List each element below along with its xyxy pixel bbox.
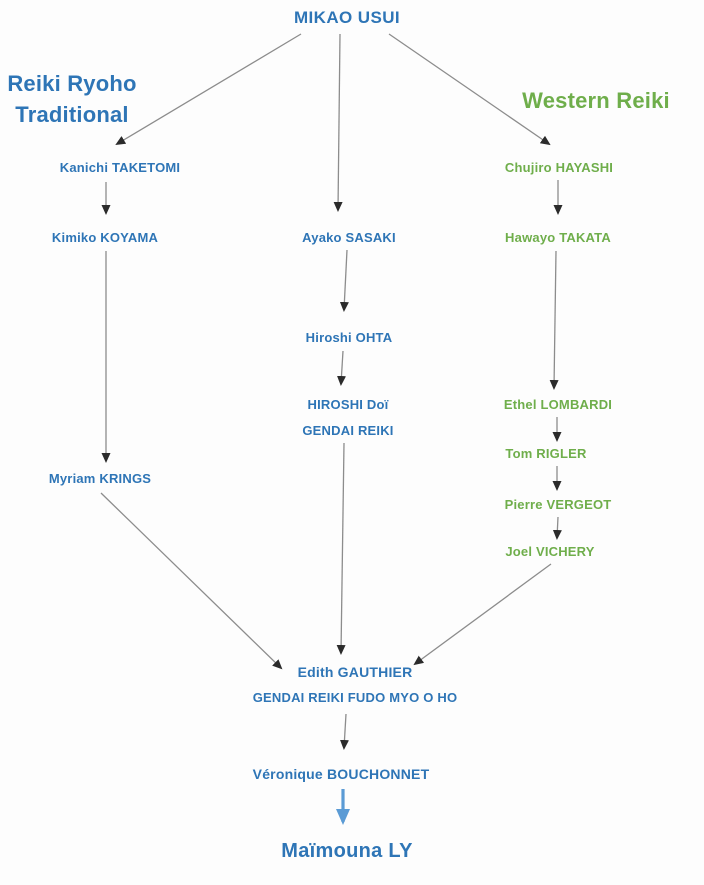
arrow-mikao-to-taketomi (115, 33, 302, 146)
node-hiroshi-doi-line1: HIROSHI Doï (307, 397, 389, 412)
node-pierre-vergeot: Pierre VERGEOT (504, 497, 612, 512)
arrow-krings-to-gauthier (100, 492, 283, 670)
node-kimiko-koyama: Kimiko KOYAMA (51, 230, 159, 245)
arrow-mikao-to-sasaki (333, 33, 343, 212)
node-chujiro-hayashi: Chujiro HAYASHI (504, 160, 614, 175)
branch-label-western: Western Reiki (522, 88, 670, 113)
branch-label-traditional: Reiki Ryoho Traditional (7, 68, 136, 130)
node-veronique-bouchonnet: Véronique BOUCHONNET (252, 766, 430, 782)
node-kanichi-taketomi: Kanichi TAKETOMI (59, 160, 181, 175)
node-mikao-usui: MIKAO USUI (294, 8, 400, 27)
arrow-sasaki-to-ohta (339, 249, 349, 312)
branch-label-traditional-line2: Traditional (15, 102, 129, 127)
arrow-takata-to-lombardi (549, 250, 559, 390)
branch-label-traditional-line1: Reiki Ryoho (7, 71, 137, 96)
node-hawayo-takata: Hawayo TAKATA (505, 230, 611, 245)
arrow-vichery-to-gauthier (413, 563, 552, 666)
node-edith-gauthier-line2: GENDAI REIKI FUDO MYO O HO (252, 690, 458, 706)
node-tom-rigler: Tom RIGLER (505, 446, 587, 461)
node-hiroshi-ohta: Hiroshi OHTA (305, 330, 393, 345)
node-hiroshi-doi-line2: GENDAI REIKI (302, 422, 394, 438)
node-ayako-sasaki: Ayako SASAKI (302, 230, 396, 245)
arrow-doi-to-gauthier (336, 442, 346, 655)
arrow-gauthier-to-bouchonnet (339, 713, 349, 750)
node-joel-vichery: Joel VICHERY (505, 544, 595, 559)
node-ethel-lombardi: Ethel LOMBARDI (503, 397, 613, 412)
node-edith-gauthier: Edith GAUTHIER GENDAI REIKI FUDO MYO O H… (253, 664, 458, 706)
arrow-vergeot-to-vichery (552, 516, 562, 540)
node-maimouna-ly: Maïmouna LY (281, 840, 413, 862)
node-hiroshi-doi: HIROSHI Doï GENDAI REIKI (302, 397, 394, 439)
arrow-ohta-to-doi (336, 350, 346, 386)
node-edith-gauthier-line1: Edith GAUTHIER (297, 664, 413, 680)
node-myriam-krings: Myriam KRINGS (48, 471, 152, 486)
